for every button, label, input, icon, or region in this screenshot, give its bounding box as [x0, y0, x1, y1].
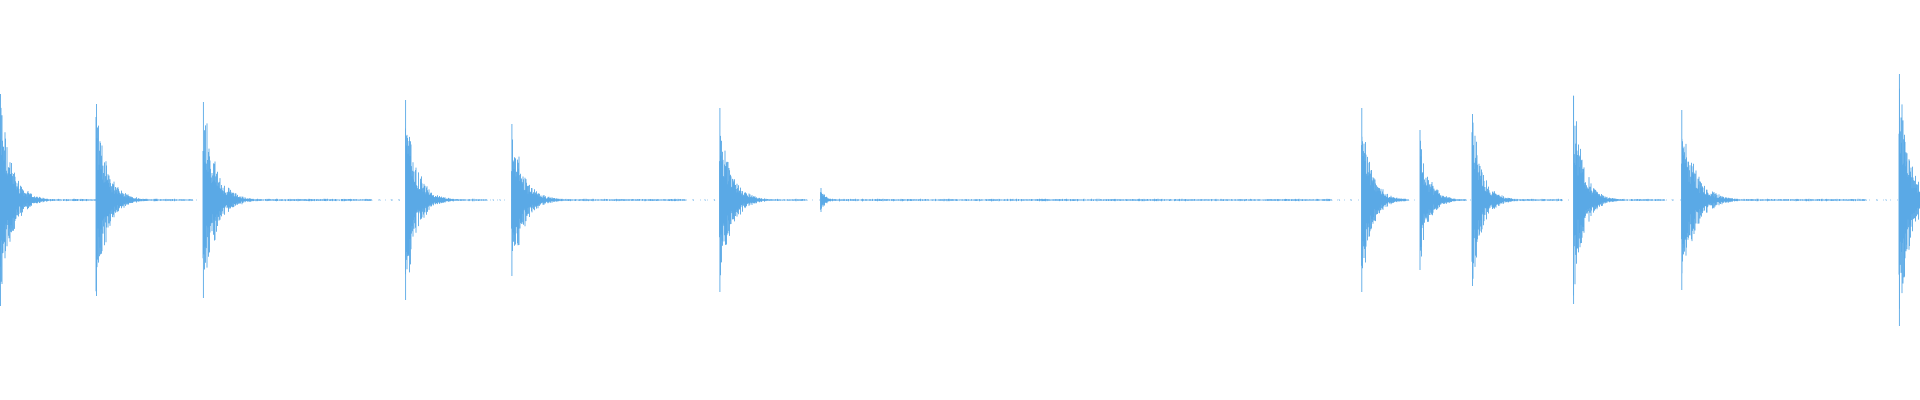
waveform-silence-dots — [486, 199, 501, 201]
waveform-transient-path — [719, 108, 807, 292]
waveform-transient-path — [1419, 130, 1466, 270]
waveform-silence-dots — [1465, 199, 1467, 201]
waveform-transient — [202, 102, 400, 298]
waveform-silence-dots — [1407, 199, 1410, 201]
waveform-layer — [0, 74, 1920, 326]
waveform-transient-path — [820, 188, 1332, 212]
waveform-transient — [1681, 110, 1887, 290]
waveform-transient — [1573, 95, 1674, 304]
waveform-transient-path — [511, 124, 685, 276]
waveform-transient — [0, 94, 103, 306]
waveform-transient — [1419, 130, 1467, 270]
waveform-silence-dots — [1330, 199, 1352, 201]
waveform-silence-dots — [1663, 199, 1674, 201]
waveform-transient — [511, 124, 716, 276]
waveform-transient-path — [1573, 95, 1665, 304]
waveform-transient — [1471, 114, 1563, 286]
waveform-transient-path — [202, 102, 372, 298]
waveform-transient — [95, 104, 194, 296]
waveform-transient-path — [1471, 114, 1562, 286]
waveform-transient — [405, 100, 501, 300]
waveform-silence-dots — [1865, 199, 1887, 201]
waveform-transient-path — [405, 100, 487, 300]
waveform-transient — [1898, 74, 1920, 326]
waveform-transient — [719, 108, 808, 292]
waveform-transient — [820, 188, 1352, 212]
waveform-transient-path — [1681, 110, 1866, 290]
waveform-transient — [1361, 108, 1410, 292]
waveform-silence-dots — [370, 199, 400, 201]
waveform-silence-dots — [806, 199, 808, 201]
waveform-transient-path — [1898, 74, 1920, 326]
waveform-transient-path — [95, 104, 193, 296]
waveform-silence-dots — [684, 199, 716, 201]
waveform-transient-path — [1361, 108, 1409, 292]
waveform-transient-path — [0, 94, 103, 306]
waveform-silence-dots — [1561, 199, 1563, 201]
waveform-silence-dots — [191, 199, 194, 201]
